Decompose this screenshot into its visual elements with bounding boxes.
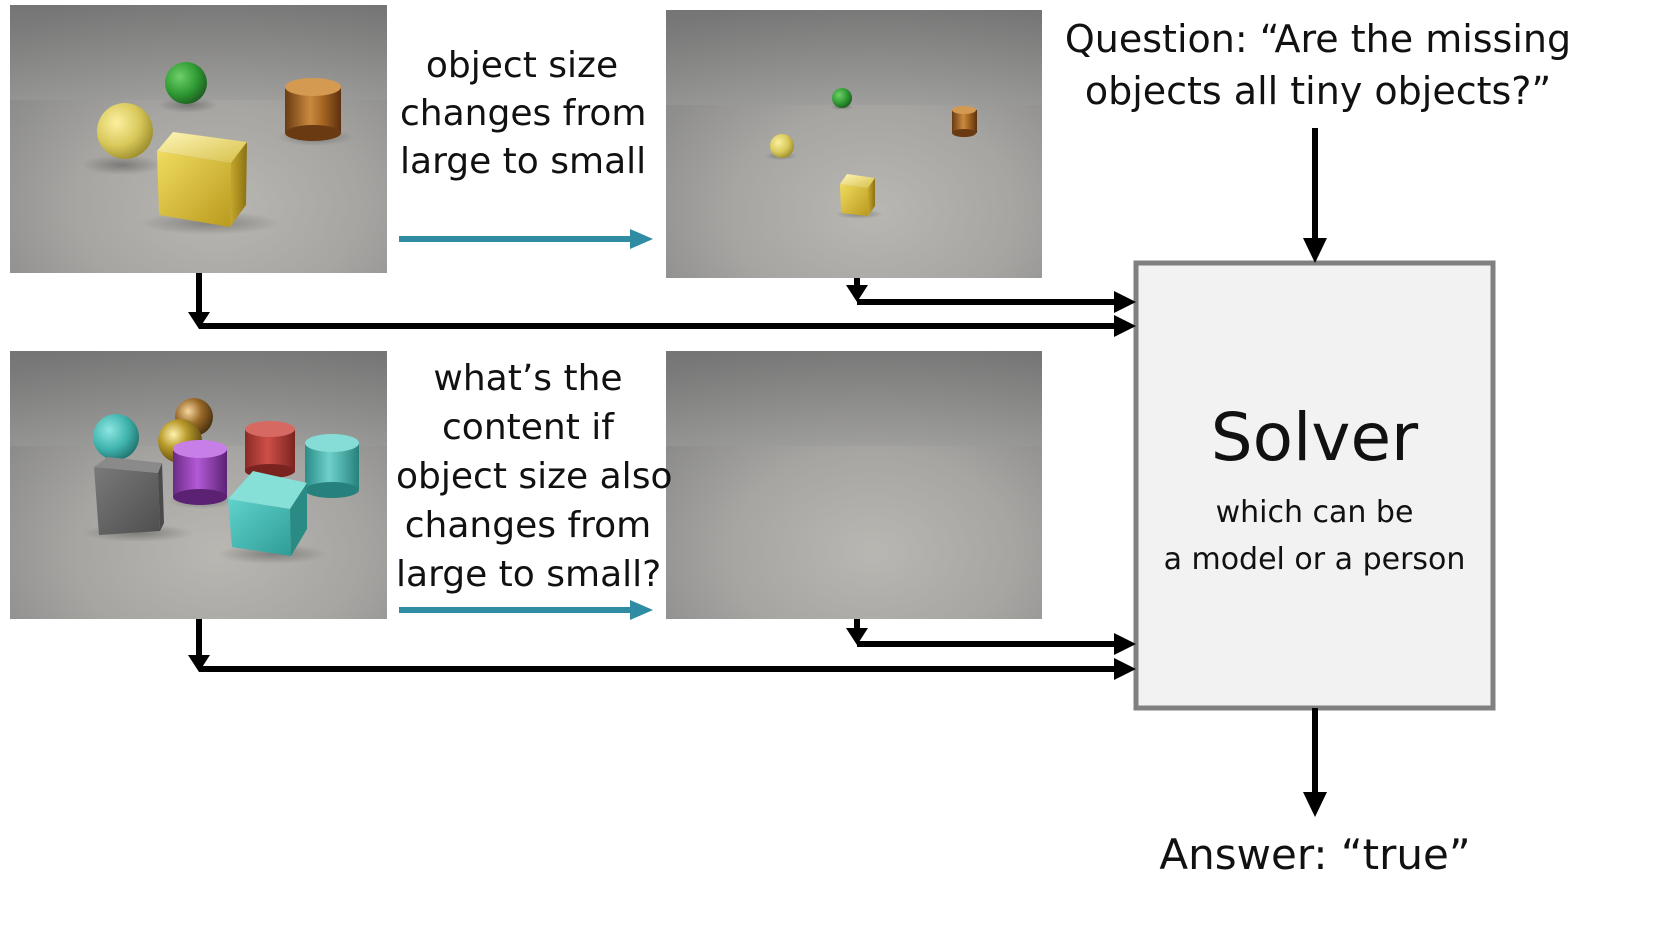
scene-top-result <box>666 10 1042 278</box>
brown-cylinder-small <box>952 106 977 137</box>
caption-line: large to small? <box>396 553 662 595</box>
yellow-sphere-small <box>765 134 797 160</box>
caption-top-transform: object size changes from large to small <box>400 42 647 187</box>
arrow-heads <box>188 238 1327 817</box>
scene-top-source <box>10 5 387 273</box>
caption-bottom-query: what’s the content if object size also c… <box>396 355 673 600</box>
caption-line: large to small <box>400 141 647 183</box>
scene-bottom-source <box>10 351 387 619</box>
purple-cylinder <box>168 440 236 509</box>
green-sphere <box>158 62 218 113</box>
answer-text: Answer: “true” <box>1159 830 1471 879</box>
solver-subtitle-line: a model or a person <box>1163 541 1466 577</box>
scene-bottom-result <box>666 351 1042 619</box>
yellow-sphere <box>82 103 162 175</box>
caption-line: content if <box>442 406 614 448</box>
caption-line: object size also <box>396 455 673 497</box>
cyan-cube <box>217 471 327 564</box>
green-sphere-small <box>830 88 854 110</box>
flow-arrows <box>196 128 1318 795</box>
question-line: objects all tiny objects?” <box>1084 68 1552 113</box>
solver-subtitle-line: which can be <box>1215 495 1414 530</box>
question-text: Question: “Are the missing objects all t… <box>1058 14 1578 117</box>
gold-cube <box>140 132 280 235</box>
question-line: Question: “Are the missing <box>1064 17 1572 61</box>
cyan-cylinder <box>305 434 359 498</box>
cyan-sphere <box>93 414 139 460</box>
solver-title: Solver <box>1210 399 1419 476</box>
gold-cube-small <box>835 174 883 219</box>
transform-arrow-bottom <box>399 600 653 620</box>
solver-subtitle: which can be a model or a person <box>1136 490 1493 583</box>
caption-line: what’s the <box>433 358 623 399</box>
caption-line: changes from <box>400 93 647 135</box>
solver-box <box>1133 260 1496 711</box>
red-cylinder <box>245 421 295 478</box>
brown-cylinder <box>277 78 353 146</box>
transform-arrow-top <box>399 229 653 249</box>
gray-cube <box>83 457 193 542</box>
caption-line: changes from <box>404 504 652 546</box>
caption-line: object size <box>425 45 619 86</box>
